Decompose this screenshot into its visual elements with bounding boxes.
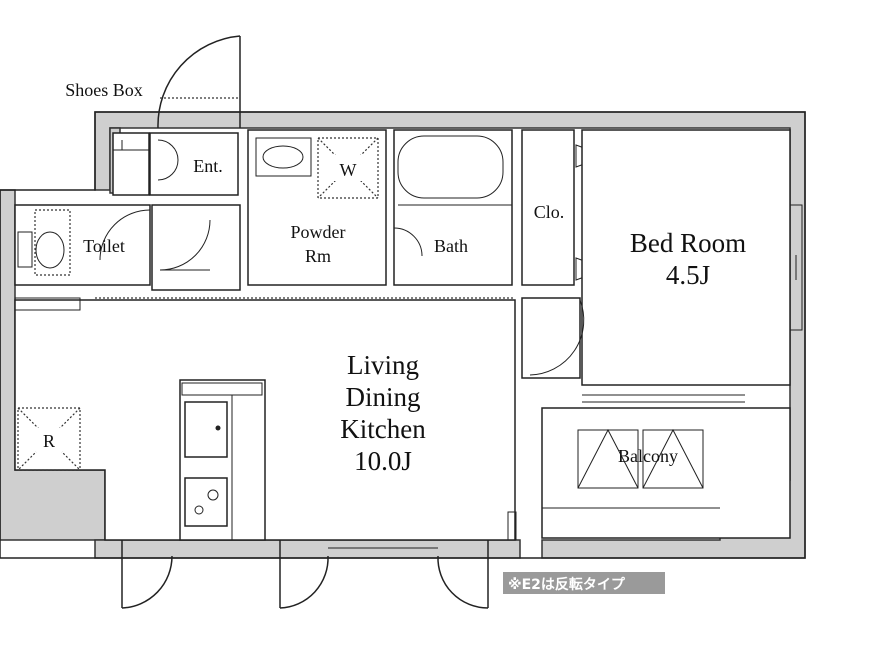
bedroom-door: [521, 297, 585, 379]
living-dining-kitchen: [14, 297, 517, 541]
powder-room: [247, 129, 387, 286]
label-fridge: R: [43, 431, 55, 451]
bedroom: [581, 129, 803, 386]
note-badge: ※E2は反転タイプ: [503, 572, 665, 594]
label-bath: Bath: [434, 236, 468, 256]
lower-doors: [121, 540, 489, 609]
label-shoes-box: Shoes Box: [65, 80, 143, 100]
label-bedroom-1: Bed Room: [630, 228, 746, 258]
label-closet: Clo.: [534, 202, 565, 222]
balcony: [541, 407, 791, 539]
hallway: [151, 204, 241, 291]
label-powder-room-2: Rm: [305, 246, 331, 266]
shoes-box: [112, 132, 150, 196]
label-ldk-1: Living: [347, 350, 419, 380]
label-balcony: Balcony: [618, 446, 678, 466]
label-ldk-3: Kitchen: [340, 414, 426, 444]
entrance: [149, 132, 239, 196]
bathroom: [393, 129, 513, 286]
label-ldk-4: 10.0J: [354, 446, 412, 476]
label-toilet: Toilet: [83, 236, 125, 256]
label-washer: W: [340, 160, 357, 180]
label-entrance: Ent.: [193, 156, 223, 176]
entrance-door: [157, 35, 241, 129]
label-ldk-2: Dining: [345, 382, 420, 412]
label-powder-room-1: Powder: [291, 222, 346, 242]
note-text: ※E2は反転タイプ: [508, 576, 626, 593]
toilet: [14, 204, 151, 286]
label-bedroom-2: 4.5J: [666, 260, 710, 290]
